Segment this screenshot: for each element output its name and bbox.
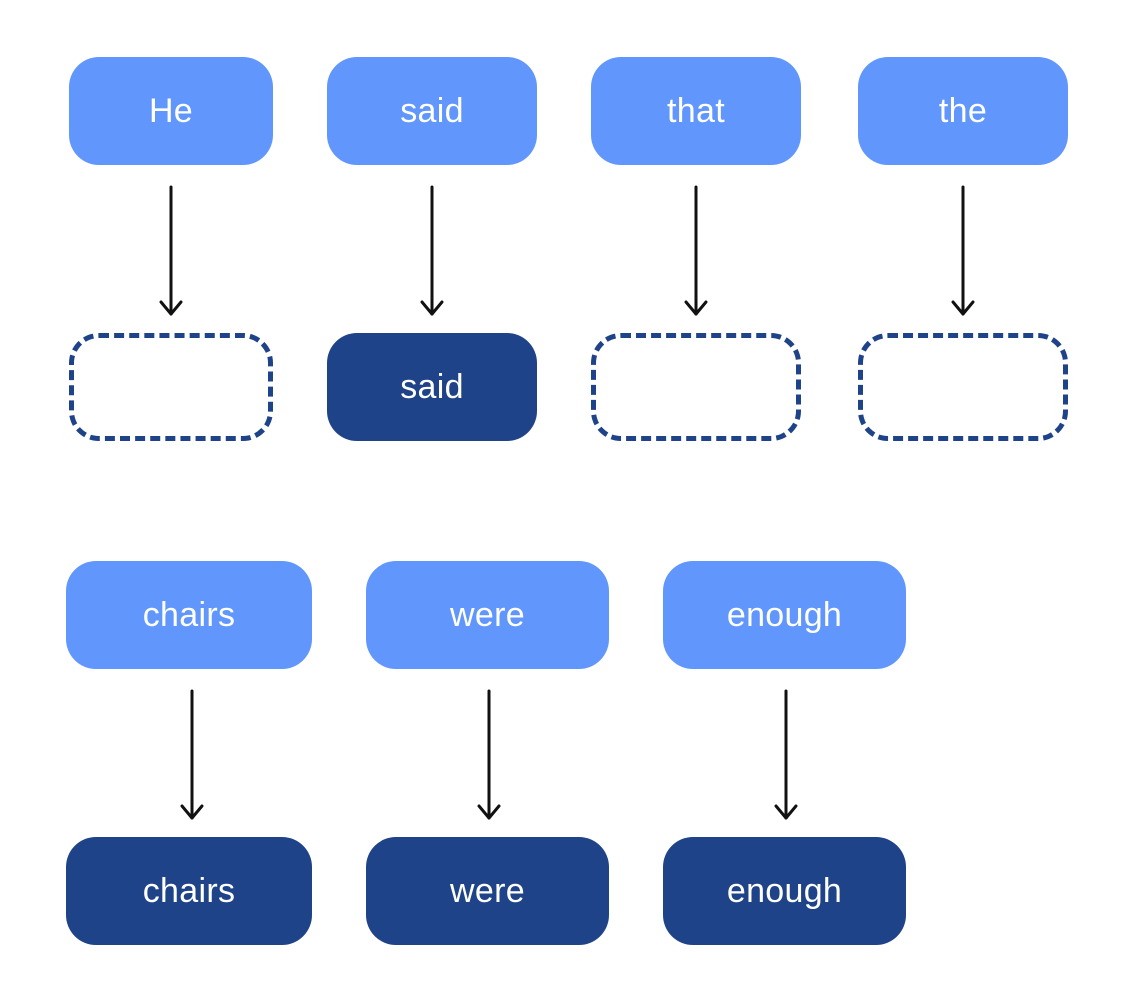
masked-token	[69, 333, 273, 441]
arrow	[180, 689, 204, 820]
input-token: He	[69, 57, 273, 165]
arrow	[477, 689, 501, 820]
arrow	[684, 185, 708, 316]
input-token: that	[591, 57, 801, 165]
arrow	[420, 185, 444, 316]
kept-token: enough	[663, 837, 906, 945]
input-token: the	[858, 57, 1068, 165]
masked-token	[858, 333, 1068, 441]
kept-token: said	[327, 333, 537, 441]
input-token: chairs	[66, 561, 312, 669]
masked-token	[591, 333, 801, 441]
kept-token: were	[366, 837, 609, 945]
arrow	[951, 185, 975, 316]
arrow	[159, 185, 183, 316]
kept-token: chairs	[66, 837, 312, 945]
input-token: were	[366, 561, 609, 669]
arrow	[774, 689, 798, 820]
input-token: said	[327, 57, 537, 165]
input-token: enough	[663, 561, 906, 669]
